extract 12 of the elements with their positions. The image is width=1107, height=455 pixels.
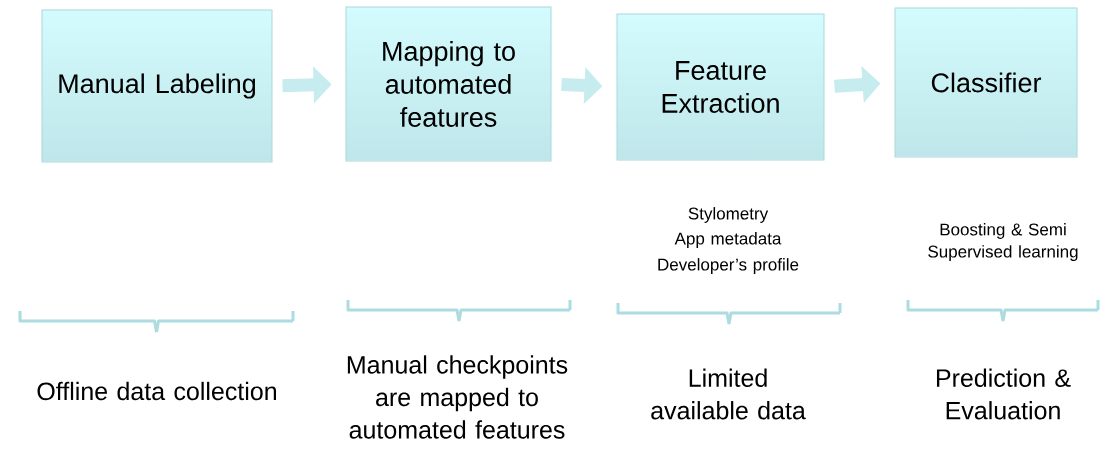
process-box: Manual Labeling — [41, 9, 273, 163]
process-box: Classifier — [894, 7, 1078, 158]
process-box: Feature Extraction — [616, 13, 825, 161]
process-box: Mapping to automated features — [345, 6, 552, 162]
stage-description: Manual checkpoints are mapped to automated features — [347, 355, 568, 439]
feature-label: Stylometry — [688, 207, 769, 223]
stage-description: Offline data collection — [37, 381, 276, 401]
stage-description: Limited available data — [651, 368, 806, 420]
stage-description: Prediction & Evaluation — [937, 368, 1071, 420]
feature-label: App metadata — [674, 232, 782, 248]
feature-label: Boosting & Semi Supervised learning — [928, 223, 1078, 261]
feature-label: Developer’s profile — [658, 258, 799, 274]
